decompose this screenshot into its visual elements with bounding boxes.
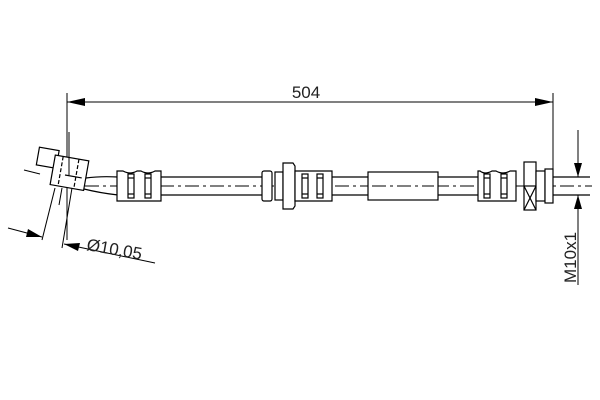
diameter-label: Ø10,05 — [85, 235, 143, 263]
overall-length-dimension — [66, 93, 554, 240]
diameter-dimension — [7, 227, 156, 264]
left-crimp-ferrule — [116, 170, 162, 202]
left-fitting-leaders — [23, 132, 73, 249]
left-banjo-fitting — [35, 146, 90, 192]
overall-length-label: 504 — [292, 83, 320, 102]
thread-dimension — [574, 130, 582, 285]
right-nut-fitting — [523, 161, 554, 211]
middle-bracket-fitting — [261, 162, 333, 210]
right-crimp-ferrule — [477, 170, 517, 202]
thread-label: M10x1 — [561, 232, 580, 283]
